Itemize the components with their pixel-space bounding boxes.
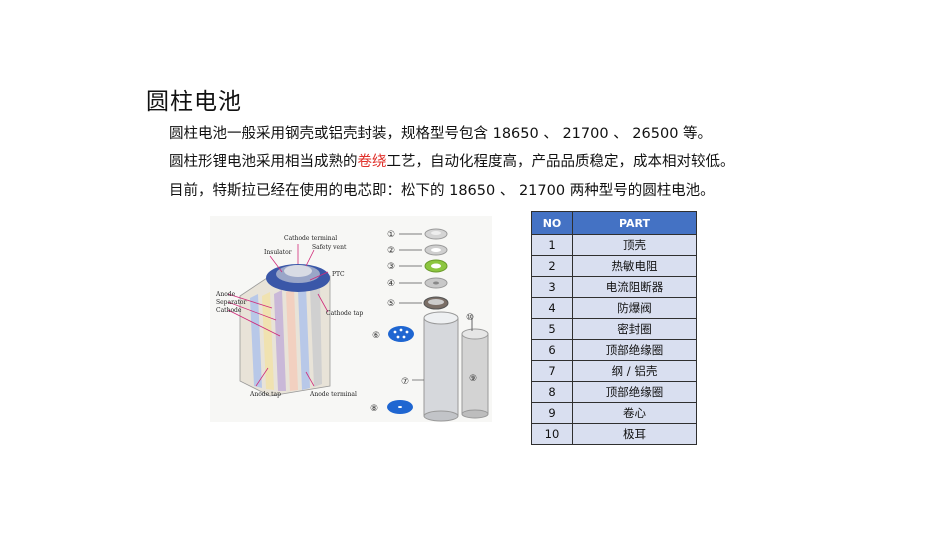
cell-no: 2 bbox=[531, 255, 573, 277]
cell-part: 顶部绝缘圈 bbox=[572, 339, 697, 361]
highlight-winding: 卷绕 bbox=[357, 154, 387, 170]
exploded-parts: ① ② ③ ④ ⑤ ⑥ bbox=[370, 228, 489, 422]
cell-no: 6 bbox=[531, 339, 573, 361]
cell-part: 顶部绝缘圈 bbox=[572, 381, 697, 403]
marker-8: ⑧ bbox=[370, 404, 378, 414]
marker-3: ③ bbox=[387, 262, 395, 272]
label-cathode: Cathode bbox=[216, 307, 242, 314]
cell-no: 5 bbox=[531, 318, 573, 340]
paragraph-2-text-b: 工艺，自动化程度高，产品品质稳定，成本相对较低。 bbox=[386, 154, 735, 170]
cell-no: 4 bbox=[531, 297, 573, 319]
cutaway-cell bbox=[227, 244, 331, 397]
cell-no: 9 bbox=[531, 402, 573, 424]
marker-9: ⑨ bbox=[469, 374, 477, 384]
cell-no: 1 bbox=[531, 234, 573, 256]
marker-7: ⑦ bbox=[401, 377, 409, 387]
label-cathode-tap: Cathode tap bbox=[326, 310, 363, 317]
col-header-part: PART bbox=[572, 211, 697, 235]
cell-no: 10 bbox=[531, 423, 573, 445]
battery-structure-diagram: Cathode terminal Safety vent Insulator P… bbox=[210, 216, 492, 422]
cell-part: 极耳 bbox=[572, 423, 697, 445]
cell-part: 防爆阀 bbox=[572, 297, 697, 319]
paragraph-2-text-a: 圆柱形锂电池采用相当成熟的 bbox=[169, 154, 358, 170]
label-insulator: Insulator bbox=[264, 249, 292, 256]
table-header-row: NO PART bbox=[531, 211, 697, 235]
label-anode-tap: Anode tap bbox=[249, 391, 281, 398]
cell-no: 8 bbox=[531, 381, 573, 403]
label-ptc: PTC bbox=[332, 271, 345, 278]
cell-part: 电流阻断器 bbox=[572, 276, 697, 298]
marker-4: ④ bbox=[387, 279, 395, 289]
marker-1: ① bbox=[387, 230, 395, 240]
cell-no: 3 bbox=[531, 276, 573, 298]
label-safety-vent: Safety vent bbox=[312, 244, 347, 251]
label-anode: Anode bbox=[215, 291, 236, 298]
cell-part: 顶壳 bbox=[572, 234, 697, 256]
marker-5: ⑤ bbox=[387, 299, 395, 309]
label-anode-terminal: Anode terminal bbox=[309, 391, 357, 398]
cell-part: 热敏电阻 bbox=[572, 255, 697, 277]
col-header-no: NO bbox=[531, 211, 573, 235]
paragraph-1: 圆柱电池一般采用钢壳或铝壳封装，规格型号包含 18650 、 21700 、 2… bbox=[169, 126, 713, 142]
marker-10: ⑩ bbox=[466, 313, 474, 323]
cell-part: 纲 / 铝壳 bbox=[572, 360, 697, 382]
paragraph-3: 目前，特斯拉已经在使用的电芯即：松下的 18650 、 21700 两种型号的圆… bbox=[169, 183, 715, 199]
marker-2: ② bbox=[387, 246, 395, 256]
cell-part: 密封圈 bbox=[572, 318, 697, 340]
label-separator: Separator bbox=[216, 299, 247, 306]
marker-6: ⑥ bbox=[372, 331, 380, 341]
label-cathode-terminal: Cathode terminal bbox=[284, 235, 337, 242]
page-title: 圆柱电池 bbox=[146, 89, 242, 115]
cell-part: 卷心 bbox=[572, 402, 697, 424]
cell-no: 7 bbox=[531, 360, 573, 382]
paragraph-2: 圆柱形锂电池采用相当成熟的卷绕工艺，自动化程度高，产品品质稳定，成本相对较低。 bbox=[169, 150, 735, 171]
